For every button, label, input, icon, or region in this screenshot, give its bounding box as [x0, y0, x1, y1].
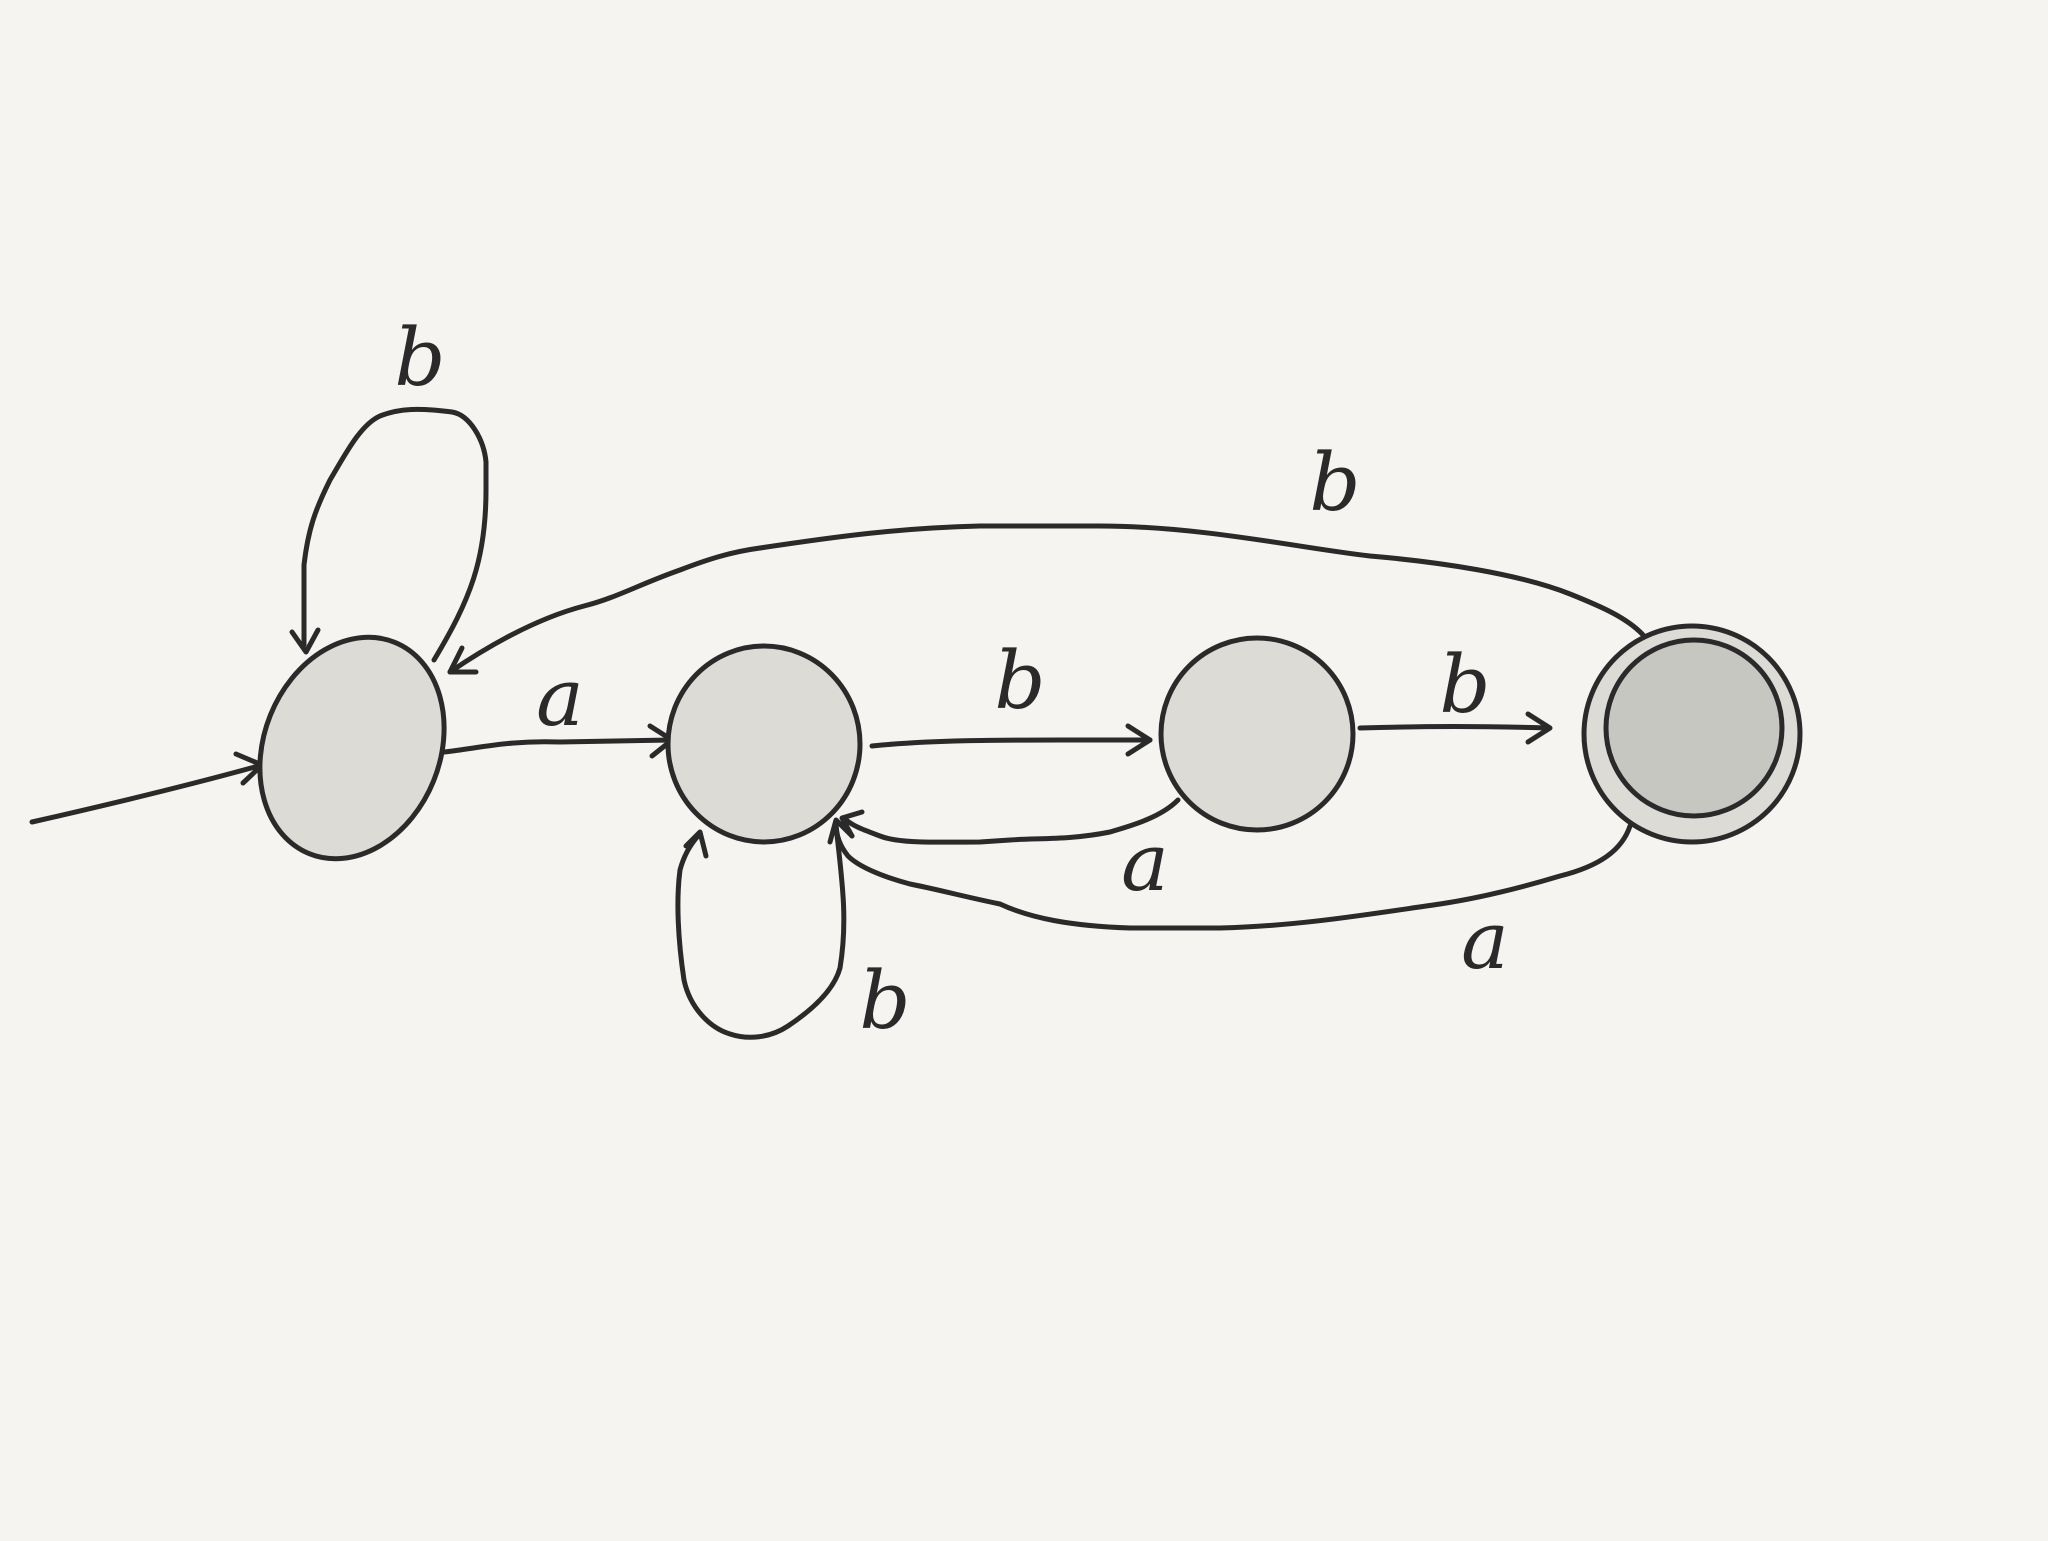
transition-s3-s1: a: [827, 817, 1633, 987]
transition-s2-s3: b: [1357, 638, 1553, 745]
label-s2-s1: a: [1121, 816, 1169, 909]
label-s0-s0: b: [394, 311, 445, 404]
state-s3: [1581, 623, 1803, 845]
transition-s2-s1: a: [839, 797, 1181, 909]
label-s1-s1: b: [859, 954, 910, 1047]
label-s3-s0: b: [1309, 436, 1360, 529]
transition-s0-s0: b: [289, 311, 489, 663]
label-s3-s1: a: [1461, 894, 1509, 987]
label-s2-s3: b: [1439, 638, 1490, 731]
transition-s1-s1: b: [675, 823, 911, 1047]
label-s1-s2: b: [994, 634, 1045, 727]
state-s2: [1158, 635, 1356, 833]
label-s0-s1: a: [536, 651, 584, 744]
transition-s1-s2: b: [869, 634, 1153, 757]
transition-s3-s0: b: [447, 436, 1647, 675]
state-s1: [665, 643, 863, 845]
state-s0: [257, 634, 447, 862]
transition-s0-s1: a: [441, 651, 675, 759]
start-arrow: [29, 751, 265, 825]
